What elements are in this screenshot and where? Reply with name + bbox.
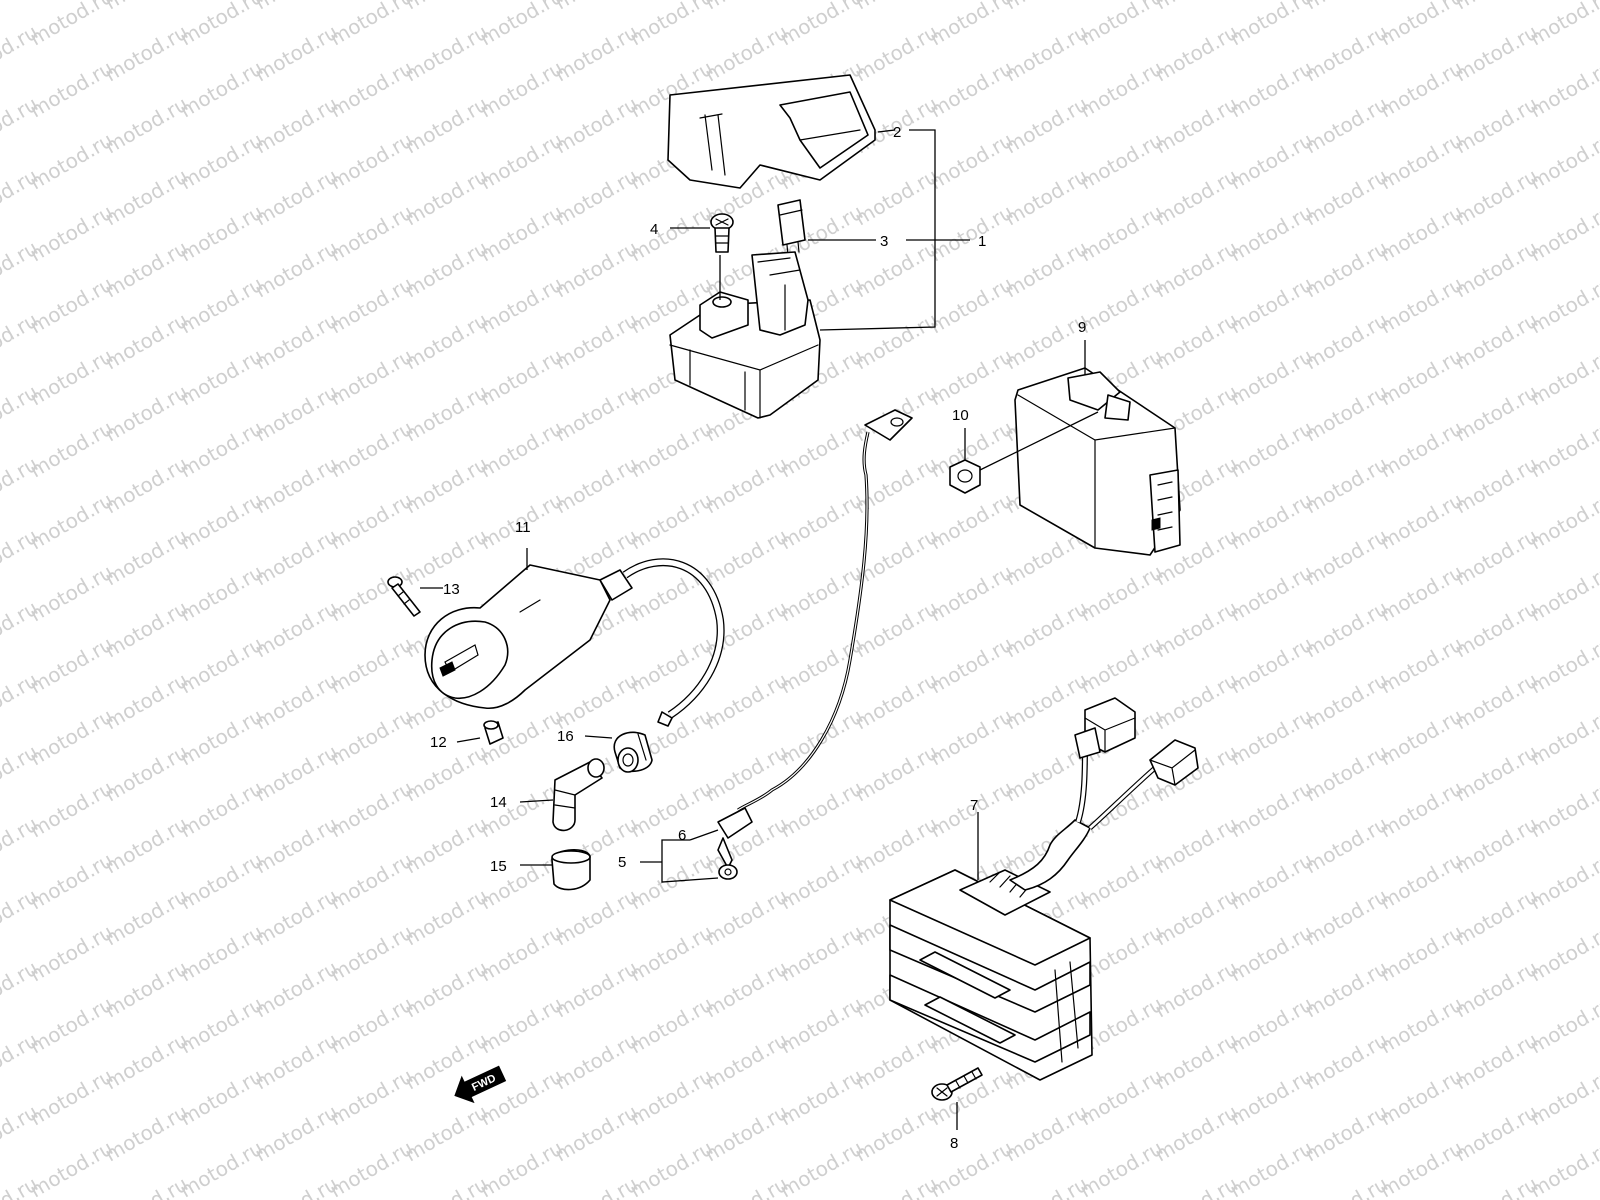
watermark-text: motod.ru bbox=[0, 0, 42, 14]
watermark-text: motod.ru bbox=[0, 236, 42, 303]
watermark-text: motod.ru bbox=[0, 1100, 42, 1167]
screw-8 bbox=[931, 1067, 983, 1101]
bolt-13 bbox=[387, 576, 421, 617]
watermark-text: motod.ru bbox=[851, 1172, 942, 1200]
callout-labels: 1 2 3 4 5 6 7 8 9 10 11 12 13 14 15 16 bbox=[430, 124, 1086, 1152]
watermark-text: motod.ru bbox=[0, 164, 42, 231]
watermark-text: motod.ru bbox=[1076, 0, 1167, 50]
screw-4 bbox=[710, 213, 734, 253]
nut bbox=[949, 459, 981, 494]
watermark-text: motod.ru bbox=[251, 1172, 342, 1200]
grommet bbox=[613, 731, 653, 773]
watermark-text: motod.ru bbox=[0, 884, 42, 951]
watermark-text: motod.ru bbox=[101, 1172, 192, 1200]
watermark-text: motod.ru bbox=[0, 812, 42, 879]
cap-12 bbox=[483, 720, 504, 745]
callout-13: 13 bbox=[443, 581, 460, 598]
callout-1: 1 bbox=[978, 233, 986, 250]
watermark-text: motod.ru bbox=[1226, 0, 1317, 50]
callout-7: 7 bbox=[970, 797, 978, 814]
fuse bbox=[777, 199, 806, 256]
watermark-text: motod.ru bbox=[626, 0, 717, 50]
watermark-text: motod.ru bbox=[1151, 1172, 1242, 1200]
watermark-text: motod.ru bbox=[0, 92, 42, 159]
ignition-coil bbox=[424, 558, 725, 727]
watermark-text: motod.ru bbox=[1301, 1172, 1392, 1200]
callout-8: 8 bbox=[950, 1135, 958, 1152]
watermark-text: motod.ru bbox=[776, 0, 867, 50]
watermark-text: motod.ru bbox=[551, 1172, 642, 1200]
callout-15: 15 bbox=[490, 858, 507, 875]
callout-9: 9 bbox=[1078, 319, 1086, 336]
callout-5: 5 bbox=[618, 854, 626, 871]
callout-2: 2 bbox=[893, 124, 901, 141]
watermark-text: motod.ru bbox=[0, 524, 42, 591]
watermark-text: motod.ru bbox=[326, 0, 417, 50]
leader-lines bbox=[420, 129, 1099, 1130]
watermark-text: motod.ru bbox=[1001, 1172, 1092, 1200]
watermark-text: motod.ru bbox=[0, 740, 42, 807]
callout-14: 14 bbox=[490, 794, 507, 811]
watermark-text: motod.ru bbox=[0, 956, 42, 1023]
callout-12: 12 bbox=[430, 734, 447, 751]
watermark-text: motod.ru bbox=[1451, 1172, 1542, 1200]
watermark-text: motod.ru bbox=[176, 0, 267, 50]
watermark-text: motod.ru bbox=[0, 308, 42, 375]
cdi-unit bbox=[1014, 367, 1181, 556]
spark-plug-cap bbox=[552, 758, 605, 832]
watermark-text: motod.ru bbox=[0, 596, 42, 663]
watermark-text: motod.ru bbox=[476, 0, 567, 50]
ground-cable bbox=[717, 409, 913, 880]
watermark-text: motod.ru bbox=[0, 20, 42, 87]
watermark-text: motod.ru bbox=[401, 1172, 492, 1200]
callout-11: 11 bbox=[515, 519, 531, 536]
regulator-rectifier bbox=[889, 697, 1199, 1081]
relay-cover bbox=[667, 74, 876, 189]
watermark-text: motod.ru bbox=[0, 452, 42, 519]
watermark-text: motod.ru bbox=[26, 0, 117, 50]
watermark-text: motod.ru bbox=[701, 1172, 792, 1200]
starter-relay bbox=[669, 251, 821, 419]
callout-16: 16 bbox=[557, 728, 574, 745]
watermark-text: motod.ru bbox=[0, 380, 42, 447]
watermark-text: motod.ru bbox=[926, 0, 1017, 50]
watermark-text: motod.ru bbox=[0, 668, 42, 735]
watermark-text: motod.ru bbox=[0, 1028, 42, 1095]
callout-4: 4 bbox=[650, 221, 658, 238]
callout-10: 10 bbox=[952, 407, 969, 424]
callout-6: 6 bbox=[678, 827, 686, 844]
cover-15 bbox=[551, 848, 591, 891]
callout-3: 3 bbox=[880, 233, 888, 250]
watermark-text: motod.ru bbox=[1376, 0, 1467, 50]
